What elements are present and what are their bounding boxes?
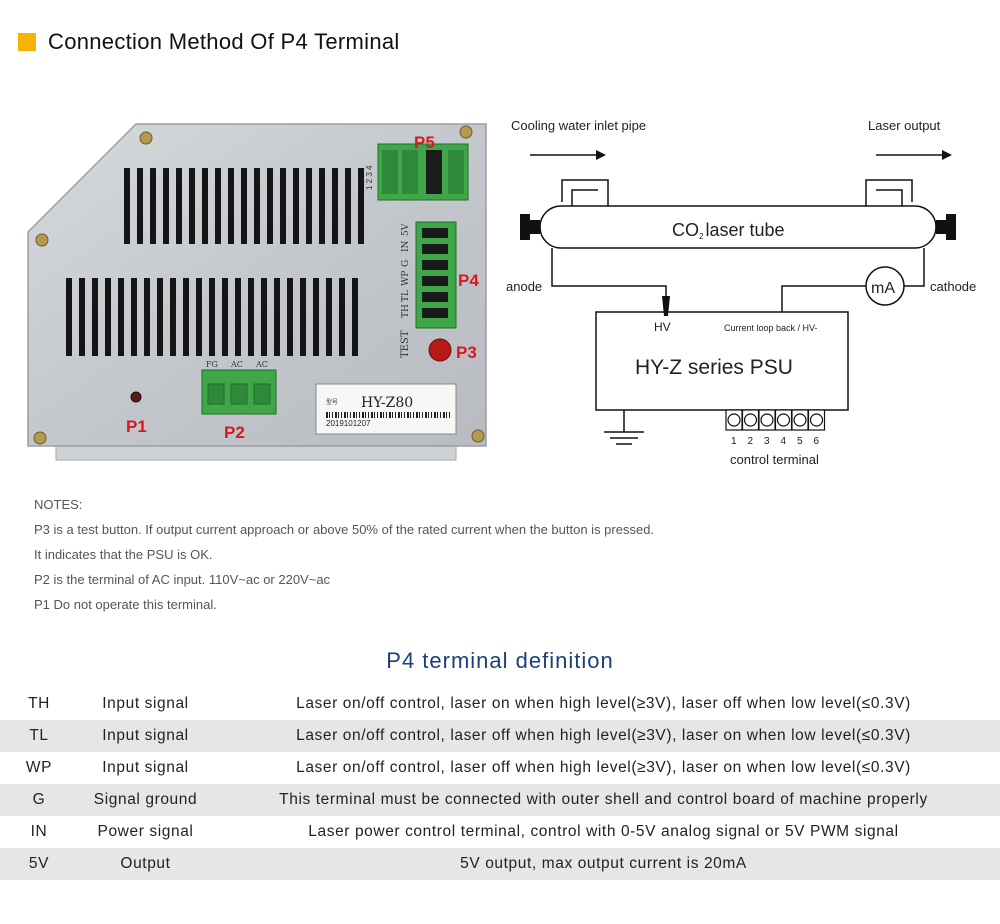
terminal-label: control terminal [730,452,819,467]
type-cell: Signal ground [93,791,198,808]
type-cell: Power signal [97,823,194,840]
svg-text:5V: 5V [401,223,411,236]
note-line: P1 Do not operate this terminal. [34,597,217,612]
pin-cell: TL [29,727,49,744]
loop-label: Current loop back / HV- [724,323,818,333]
desc-cell: This terminal must be connected with out… [279,791,928,808]
cathode-label: cathode [930,279,976,294]
psu-label: HY-Z series PSU [635,356,793,379]
screw-icon [33,125,485,445]
terminal-number: 5 [797,436,803,447]
table-row: IN Power signal Laser power control term… [0,816,1000,848]
desc-cell: Laser on/off control, laser off when hig… [296,727,911,744]
p5-terminal [377,143,469,201]
table-row: G Signal ground This terminal must be co… [0,784,1000,816]
svg-text:TH: TH [401,304,411,318]
note-line: P3 is a test button. If output current a… [34,522,655,537]
type-cell: Input signal [102,727,189,744]
pin-cell: IN [30,823,48,840]
type-cell: Input signal [102,759,189,776]
note-line: P2 is the terminal of AC input. 110V~ac … [34,572,331,587]
test-button-icon [428,338,452,362]
p4-label: P4 [458,271,479,290]
definition-title: P4 terminal definition [386,648,614,673]
definition-table: TH Input signal Laser on/off control, la… [0,688,1000,880]
page-title: Connection Method Of P4 Terminal [48,29,400,54]
serial-text: 2019101207 [326,419,371,428]
p2-terminal [201,369,277,415]
type-cell: Output [120,855,171,872]
terminal-number: 4 [781,436,787,447]
type-cell: Input signal [102,695,189,712]
p2-label: P2 [224,423,245,442]
p2-pin-labels: FG AC AC [206,360,268,369]
p5-label: P5 [414,133,435,152]
p3-label: P3 [456,343,477,362]
p1-led-icon [130,391,142,403]
svg-text:IN: IN [401,240,411,252]
cooling-label: Cooling water inlet pipe [511,118,646,133]
desc-cell: 5V output, max output current is 20mA [460,855,747,872]
arrow-right-icon [942,150,952,160]
pin-cell: WP [25,759,53,776]
svg-text:WP: WP [401,271,411,286]
svg-text:型号: 型号 [326,398,338,406]
desc-cell: Laser on/off control, laser off when hig… [296,759,911,776]
ma-meter-label: mA [871,280,895,297]
desc-cell: Laser on/off control, laser on when high… [296,695,911,712]
vent-slots [124,168,364,244]
output-label: Laser output [868,118,941,133]
table-row: 5V Output 5V output, max output current … [0,848,1000,880]
pin-cell: G [32,791,46,808]
pin-cell: 5V [28,855,50,872]
p4-terminal [415,221,457,329]
terminal-number: 6 [814,436,820,447]
svg-text:FG: FG [206,360,218,369]
pin-cell: TH [28,695,50,712]
terminal-number: 1 [731,436,737,447]
svg-text:G: G [401,260,411,267]
table-row: TL Input signal Laser on/off control, la… [0,720,1000,752]
svg-text:AC: AC [255,360,268,369]
terminal-number: 2 [748,436,754,447]
psu-photo: 1 2 3 4 P5 5V IN G WP TL TH P4 TEST P3 P… [27,123,487,461]
arrow-right-icon [596,150,606,160]
section-header: Connection Method Of P4 Terminal [18,28,400,56]
table-row: WP Input signal Laser on/off control, la… [0,752,1000,784]
table-row: TH Input signal Laser on/off control, la… [0,688,1000,720]
test-label: TEST [400,330,411,358]
notes-heading: NOTES: [34,497,83,512]
desc-cell: Laser power control terminal, control wi… [308,823,899,840]
model-text: HY-Z80 [361,395,413,411]
anode-label: anode [506,279,542,294]
model-sticker: 型号 HY-Z80 2019101207 [315,383,457,435]
terminal-number: 3 [764,436,770,447]
hv-label: HV [654,320,671,334]
p5-pin-numbers: 1 2 3 4 [365,165,374,190]
svg-text:AC: AC [230,360,243,369]
header-bullet-icon [18,33,36,51]
p1-label: P1 [126,417,147,436]
vent-slots [66,278,358,356]
notes: NOTES: P3 is a test button. If output cu… [34,492,654,617]
p4-pin-labels: 5V IN G WP TL TH [401,223,411,318]
note-line: It indicates that the PSU is OK. [34,547,213,562]
svg-text:TL: TL [401,290,411,302]
